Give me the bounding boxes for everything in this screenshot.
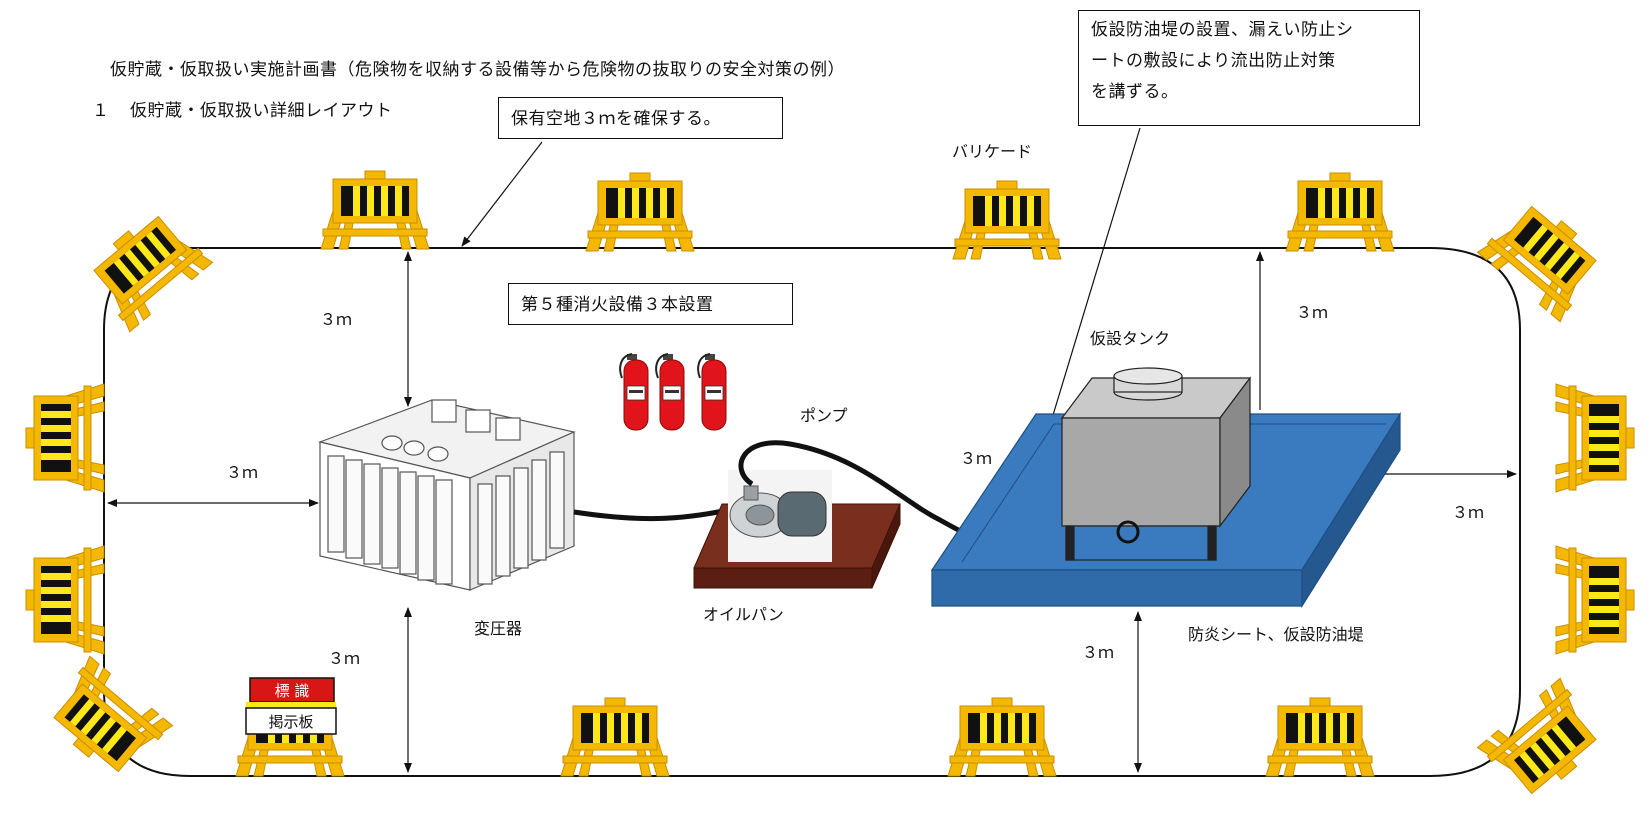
sign-board: 標 識 掲示板 [245, 677, 337, 735]
barricade-corner-bl [39, 655, 174, 786]
section-number: １ [92, 101, 110, 121]
sheet-dike-label: 防炎シート、仮設防油堤 [1188, 625, 1364, 644]
page-title: 仮貯蔵・仮取扱い実施計画書（危険物を収納する設備等から危険物の抜取りの安全対策の… [110, 60, 845, 80]
dim-label-top-left: ３ｍ [320, 310, 352, 329]
dim-label-tank-left: ３ｍ [960, 449, 992, 468]
barricade-corner-tr [1476, 192, 1611, 323]
extinguisher-icon-1 [619, 353, 649, 431]
transformer-label: 変圧器 [474, 619, 522, 638]
pump-label: ポンプ [800, 406, 848, 425]
temp-tank-label: 仮設タンク [1090, 329, 1170, 348]
barricade-corner-tl [79, 202, 214, 333]
barricade-left-2 [25, 545, 105, 655]
extinguisher-callout: 第５種消火設備３本設置 [508, 283, 793, 325]
temporary-tank [1060, 367, 1252, 561]
transformer [317, 399, 576, 591]
barricade-left-1 [25, 383, 105, 493]
dim-label-right: ３ｍ [1452, 503, 1484, 522]
fire-extinguishers [619, 353, 727, 431]
oil-dike-callout: 仮設防油堤の設置、漏えい防止シ ートの敷設により流出防止対策 を講ずる。 [1078, 10, 1420, 126]
clear-space-leader [461, 141, 543, 247]
oil-dike-leader [1038, 127, 1141, 459]
barricade-top-4 [1285, 172, 1395, 252]
dim-label-left: ３ｍ [226, 463, 258, 482]
oil-dike-callout-line-1: 仮設防油堤の設置、漏えい防止シ [1091, 20, 1354, 40]
barricade-bottom-1 [560, 697, 670, 777]
barricade-corner-br [1476, 677, 1611, 808]
barricade-right-1 [1555, 383, 1635, 493]
dim-label-top-right: ３ｍ [1296, 303, 1328, 322]
barricade-right-2 [1555, 545, 1635, 655]
extinguisher-icon-2 [655, 353, 685, 431]
dim-label-bottom-left: ３ｍ [328, 649, 360, 668]
sign-label-bottom: 掲示板 [268, 713, 313, 731]
dim-label-bottom-right: ３ｍ [1082, 643, 1114, 662]
sign-label-top: 標 識 [275, 682, 310, 700]
hose-transformer-pump [573, 507, 729, 522]
section-title: 仮貯蔵・仮取扱い詳細レイアウト [130, 101, 393, 121]
extinguisher-icon-3 [697, 353, 727, 431]
barricade-label: バリケード [952, 142, 1032, 161]
perimeter-boundary [103, 247, 1521, 777]
barricade-bottom-3 [1265, 697, 1375, 777]
oil-pan-label: オイルパン [703, 605, 784, 624]
clear-space-callout: 保有空地３ｍを確保する。 [498, 97, 783, 139]
pump [728, 470, 832, 562]
barricade-top-2 [585, 172, 695, 252]
oil-dike-callout-line-2: ートの敷設により流出防止対策 [1091, 51, 1336, 71]
barricade-top-1 [320, 170, 430, 250]
dimension-lines [107, 251, 1517, 773]
oil-dike-callout-line-3: を講ずる。 [1091, 82, 1179, 102]
barricade-bottom-2 [947, 697, 1057, 777]
